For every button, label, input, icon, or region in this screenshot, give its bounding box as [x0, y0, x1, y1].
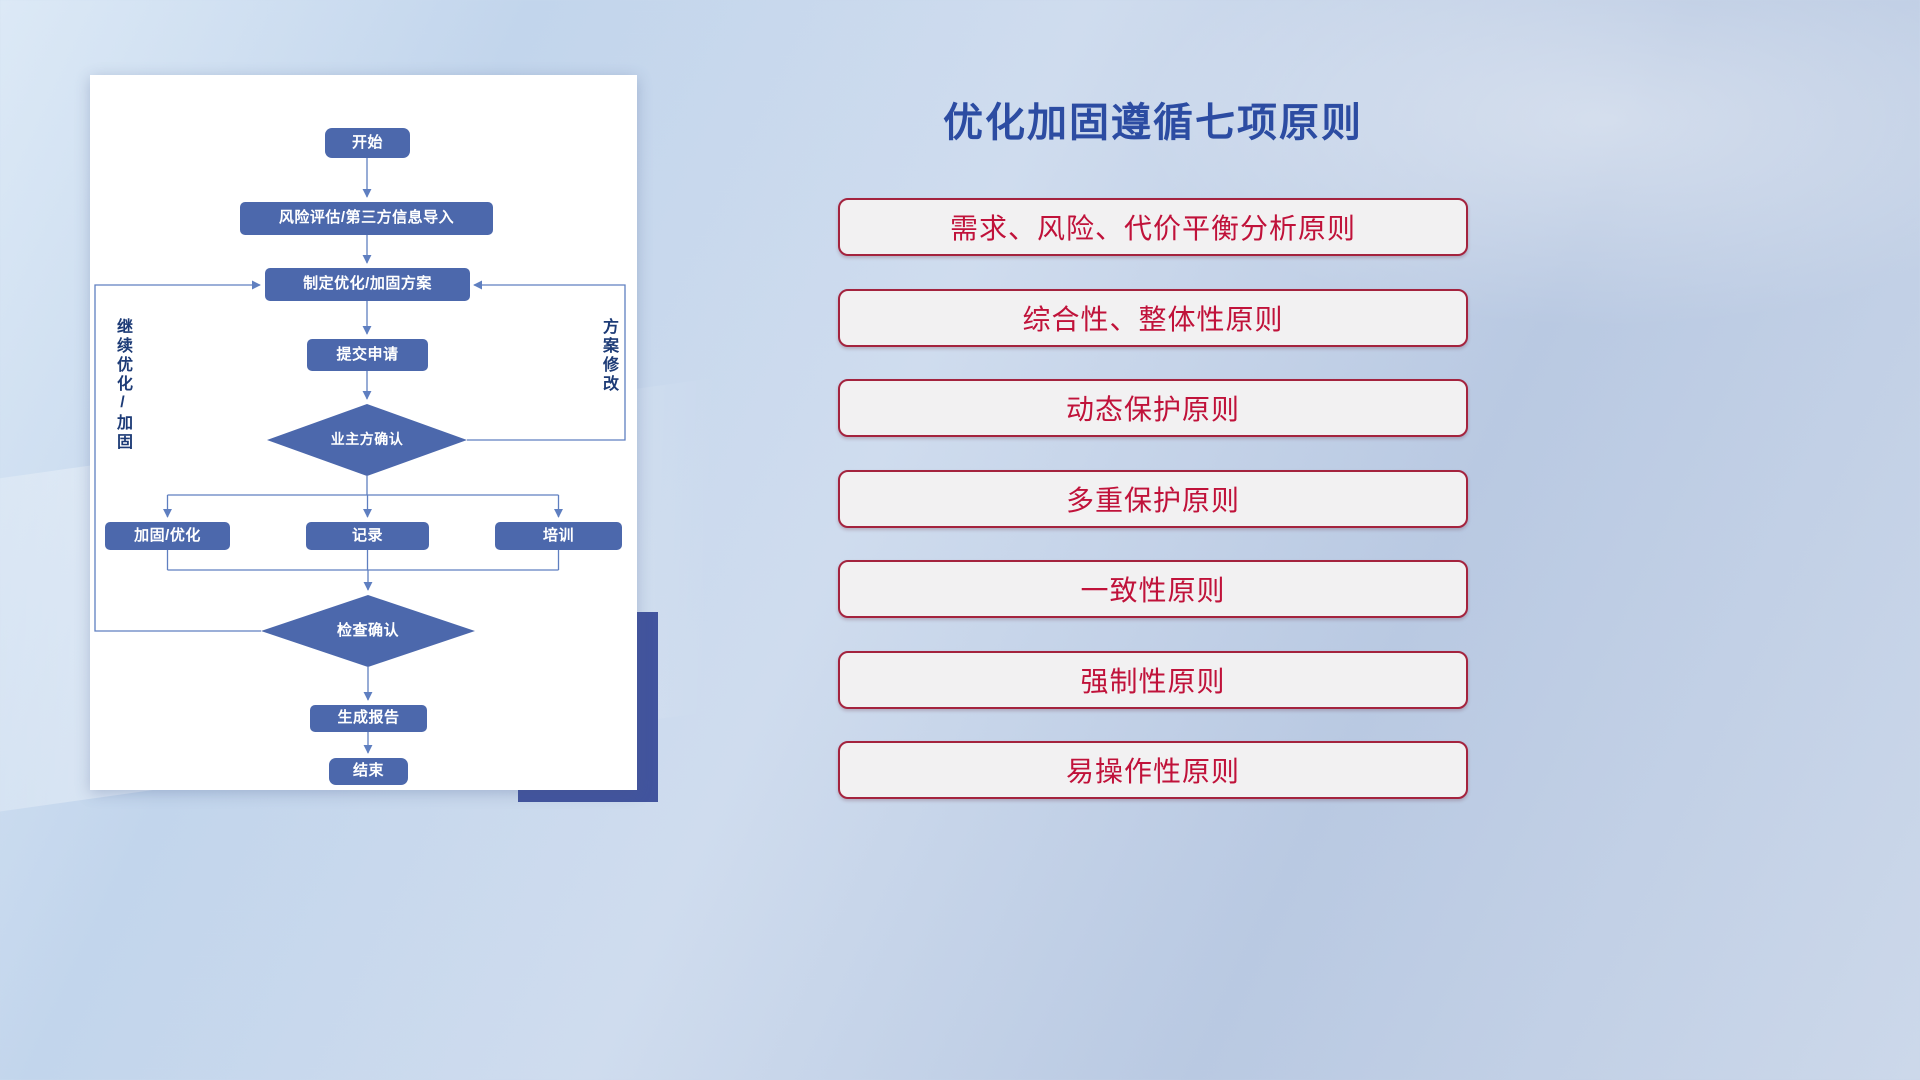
- principles-list: 需求、风险、代价平衡分析原则 综合性、整体性原则 动态保护原则 多重保护原则 一…: [838, 198, 1468, 799]
- flow-node-record: 记录: [306, 522, 429, 550]
- flowchart-connectors: [94, 158, 626, 754]
- principle-item-5: 一致性原则: [838, 560, 1468, 618]
- page-title: 优化加固遵循七项原则: [943, 101, 1363, 145]
- flow-node-gen-report: 生成报告: [310, 705, 427, 732]
- flow-node-risk-import: 风险评估/第三方信息导入: [240, 202, 493, 235]
- flowchart-card: 开始 风险评估/第三方信息导入 制定优化/加固方案 提交申请 业主方确认 加固/…: [90, 75, 637, 790]
- flow-label-plan-modify: 方案修改: [600, 318, 617, 394]
- flow-node-start: 开始: [325, 128, 410, 158]
- flow-node-make-plan: 制定优化/加固方案: [265, 268, 470, 301]
- principle-item-1: 需求、风险、代价平衡分析原则: [838, 198, 1468, 256]
- flow-label-continue-optimize: 继续优化/加固: [114, 318, 131, 452]
- flow-node-end: 结束: [329, 758, 408, 785]
- principle-item-6: 强制性原则: [838, 650, 1468, 709]
- principle-item-3: 动态保护原则: [838, 379, 1468, 437]
- principle-item-2: 综合性、整体性原则: [838, 288, 1468, 347]
- flow-node-training: 培训: [495, 522, 622, 550]
- flow-node-reinforce: 加固/优化: [105, 522, 230, 550]
- principle-item-4: 多重保护原则: [838, 469, 1468, 528]
- flow-node-submit: 提交申请: [307, 339, 428, 371]
- principle-item-7: 易操作性原则: [838, 741, 1468, 799]
